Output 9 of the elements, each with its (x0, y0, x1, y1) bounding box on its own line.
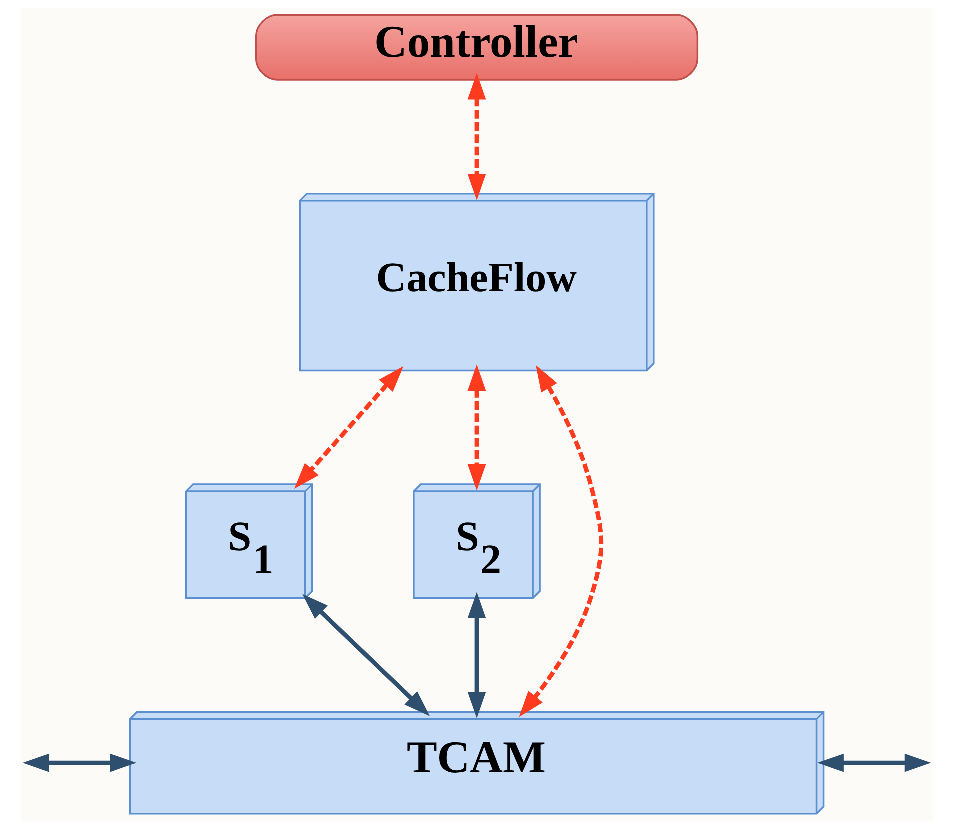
node-box: Controller (255, 14, 699, 81)
arrow (302, 594, 430, 716)
arrow (22, 754, 137, 772)
arrow (468, 73, 486, 200)
arrow (294, 366, 404, 490)
arrow (468, 592, 486, 718)
arrow (468, 364, 486, 491)
arrow (519, 365, 604, 718)
arrow (818, 754, 932, 772)
